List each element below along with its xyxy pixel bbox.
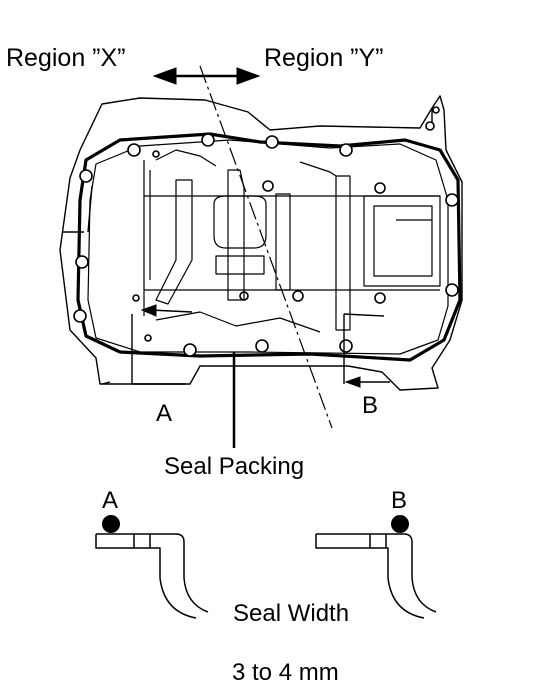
seal-bead-a	[102, 515, 120, 533]
seal-packing-label: Seal Packing	[164, 453, 305, 480]
seal-packing-bead	[76, 132, 462, 362]
oil-pan-internal-ribs	[143, 149, 441, 333]
region-divider-line	[199, 65, 333, 429]
detail-b-label: B	[391, 487, 408, 514]
seal-width-label: Seal Width	[233, 600, 350, 627]
region-divider-arrow	[152, 67, 261, 85]
section-a-label: A	[156, 400, 173, 427]
seal-width-value: 3 to 4 mm	[232, 659, 339, 686]
section-marker-a	[131, 304, 193, 385]
oil-pan-flange	[87, 139, 449, 355]
section-marker-b	[343, 313, 390, 388]
cross-section-b	[315, 533, 437, 619]
section-b-label: B	[362, 392, 379, 419]
region-x-label: Region ”X”	[6, 44, 126, 72]
detail-a-label: A	[102, 487, 119, 514]
region-y-label: Region ”Y”	[264, 44, 384, 72]
seal-bead-b	[391, 515, 409, 533]
cross-section-a	[95, 533, 209, 619]
